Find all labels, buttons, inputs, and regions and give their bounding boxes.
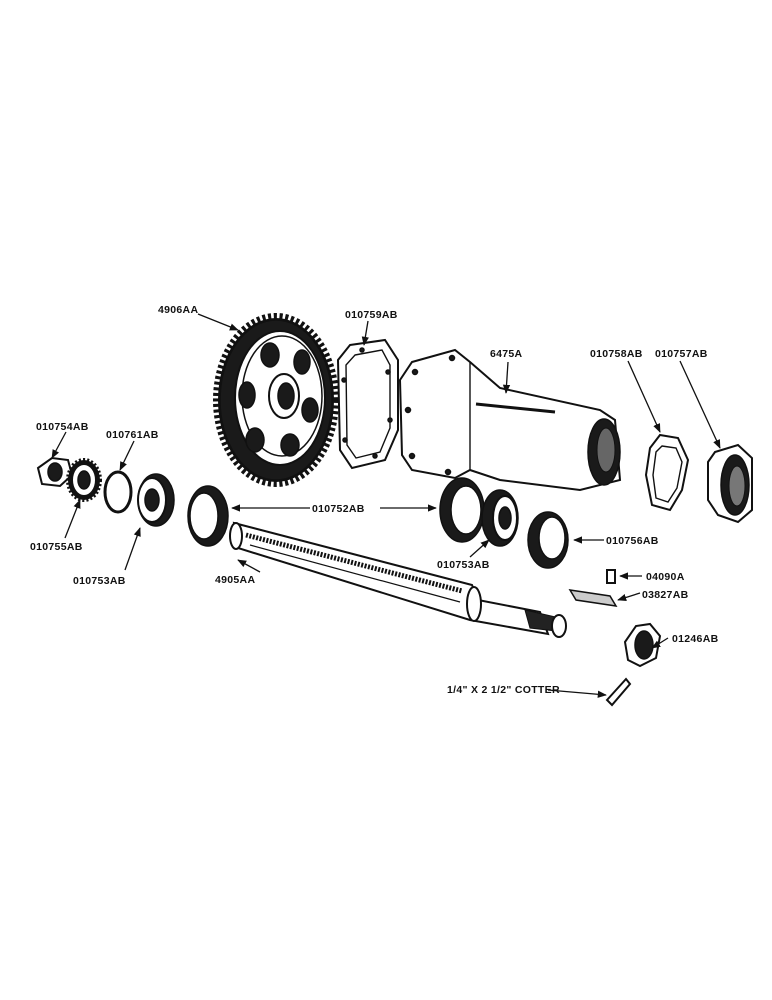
label-010752ab: 010752AB xyxy=(312,503,365,515)
spacer-010756ab xyxy=(527,511,569,569)
label-010753ab-right: 010753AB xyxy=(437,559,490,571)
cotter-pin xyxy=(605,677,632,707)
leader-lines xyxy=(51,313,721,698)
label-cotter: 1/4" X 2 1/2" COTTER xyxy=(447,684,560,696)
part-labels: 4906AA 010759AB 6475A 010758AB 010757AB … xyxy=(30,304,719,696)
key-03827ab xyxy=(568,589,618,607)
housing-6475a xyxy=(398,348,622,492)
lock-washer-010761ab xyxy=(103,470,133,514)
label-010761ab: 010761AB xyxy=(106,429,159,441)
cup-010752ab-right xyxy=(439,477,485,543)
cup-010752ab-left xyxy=(187,485,229,547)
label-010758ab: 010758AB xyxy=(590,348,643,360)
shaft-4905aa xyxy=(229,521,567,638)
bearing-010753ab-right xyxy=(481,489,519,547)
nut-010754ab xyxy=(36,456,74,488)
gasket-010759ab xyxy=(336,338,399,470)
retainer-010757ab xyxy=(707,443,753,524)
label-4905aa: 4905AA xyxy=(215,574,255,586)
label-010756ab: 010756AB xyxy=(606,535,659,547)
washer-010755ab xyxy=(66,458,102,502)
label-4906aa: 4906AA xyxy=(158,304,198,316)
bearing-010753ab-left xyxy=(137,473,175,527)
label-6475a: 6475A xyxy=(490,348,523,360)
gear-4906aa xyxy=(213,313,339,487)
label-010759ab: 010759AB xyxy=(345,309,398,321)
gasket-010758ab xyxy=(644,433,690,512)
label-010757ab: 010757AB xyxy=(655,348,708,360)
label-01246ab: 01246AB xyxy=(672,633,719,645)
label-04090a: 04090A xyxy=(646,571,685,583)
castle-nut-01246ab xyxy=(623,622,662,668)
label-010754ab: 010754AB xyxy=(36,421,89,433)
label-010753ab-left: 010753AB xyxy=(73,575,126,587)
label-03827ab: 03827AB xyxy=(642,589,689,601)
label-010755ab: 010755AB xyxy=(30,541,83,553)
pin-04090a xyxy=(606,569,616,584)
